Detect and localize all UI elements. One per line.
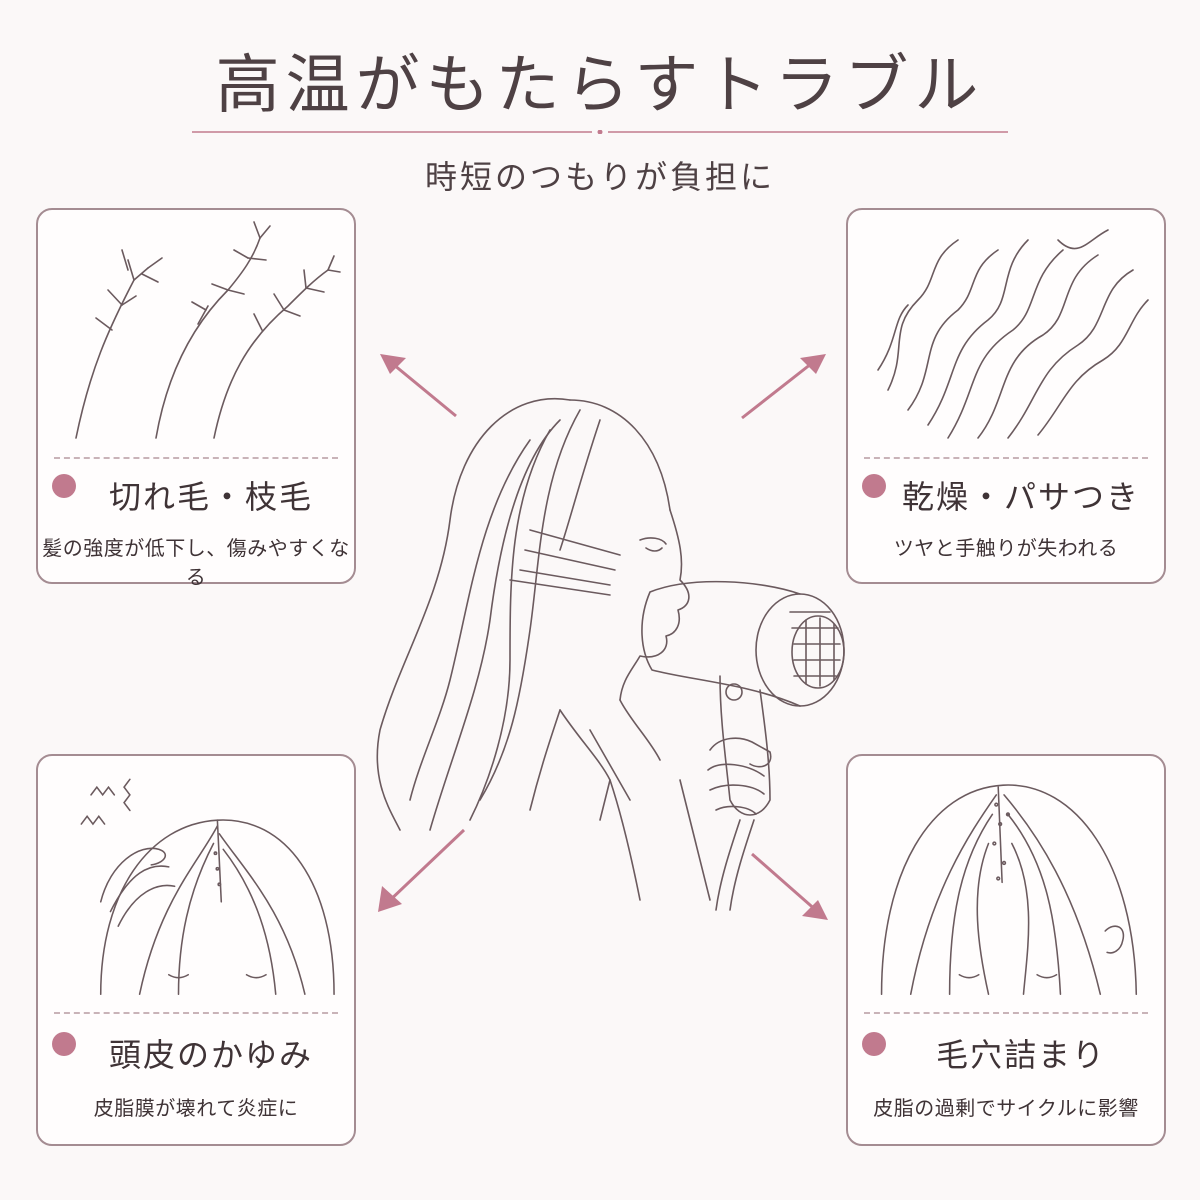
card-description: 髪の強度が低下し、傷みやすくなる [42,536,350,589]
arrow-top-right [741,354,826,420]
card-heading: 切れ毛・枝毛 [108,478,313,516]
bullet-dot [862,474,886,498]
card-clogged-pores: 毛穴詰まり 皮脂の過剰でサイクルに影響 [846,754,1166,1146]
card-description: 皮脂の過剰でサイクルに影響 [873,1096,1139,1120]
card-heading: 乾燥・パサつき [901,478,1140,516]
split-ends-icon [75,221,341,439]
page-title: 高温がもたらすトラブル [215,49,985,123]
woman-hair-dryer-illustration [376,397,845,911]
card-description: ツヤと手触りが失われる [893,536,1119,560]
bullet-dot [52,1032,76,1056]
page-subtitle: 時短のつもりが負担に [424,158,775,196]
card-divider [864,457,1148,459]
card-divider [54,1012,338,1014]
card-divider [864,1012,1148,1014]
clogged-pores-icon [880,784,1138,995]
card-dryness: 乾燥・パサつき ツヤと手触りが失われる [846,208,1166,584]
bullet-dot [862,1032,886,1056]
card-divider [54,457,338,459]
card-heading: 頭皮のかゆみ [108,1036,313,1074]
card-description: 皮脂膜が壊れて炎症に [93,1096,299,1120]
arrow-bottom-right [751,852,828,920]
bullet-dot [52,474,76,498]
arrow-top-left [380,354,457,418]
card-heading: 毛穴詰まり [935,1036,1106,1074]
arrow-bottom-left [378,828,466,912]
title-divider [192,130,1008,134]
card-split-ends: 切れ毛・枝毛 髪の強度が低下し、傷みやすくなる [36,208,356,589]
card-itchy-scalp: 頭皮のかゆみ 皮脂膜が壊れて炎症に [36,754,356,1146]
frizzy-hair-icon [877,229,1149,439]
itchy-scalp-icon [80,778,335,995]
